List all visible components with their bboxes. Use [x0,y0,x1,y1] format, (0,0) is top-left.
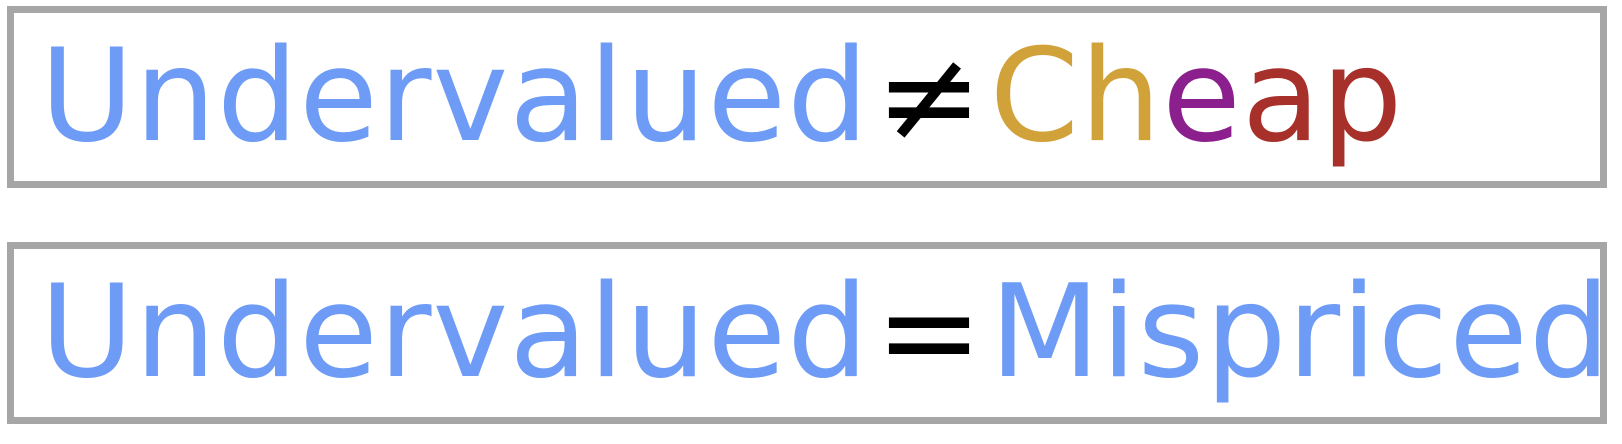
letter-p: p [1321,22,1404,171]
word-cheap: Cheap [990,22,1404,171]
word-mispriced: Mispriced [989,258,1607,407]
letter-a: a [1241,22,1322,171]
equal-sign: = [875,258,984,407]
statement-box-equal: Undervalued=Mispriced [7,242,1607,424]
letter-c: C [989,22,1080,171]
statement-box-not-equal: Undervalued≠Cheap [7,6,1607,188]
statement-line-1: Undervalued≠Cheap [40,33,1404,161]
letter-h: h [1079,22,1163,171]
letter-e: e [1162,22,1242,171]
not-equal-sign: ≠ [875,22,984,171]
word-undervalued: Undervalued [40,22,870,171]
statement-line-2: Undervalued=Mispriced [40,269,1600,397]
word-undervalued: Undervalued [40,258,870,407]
